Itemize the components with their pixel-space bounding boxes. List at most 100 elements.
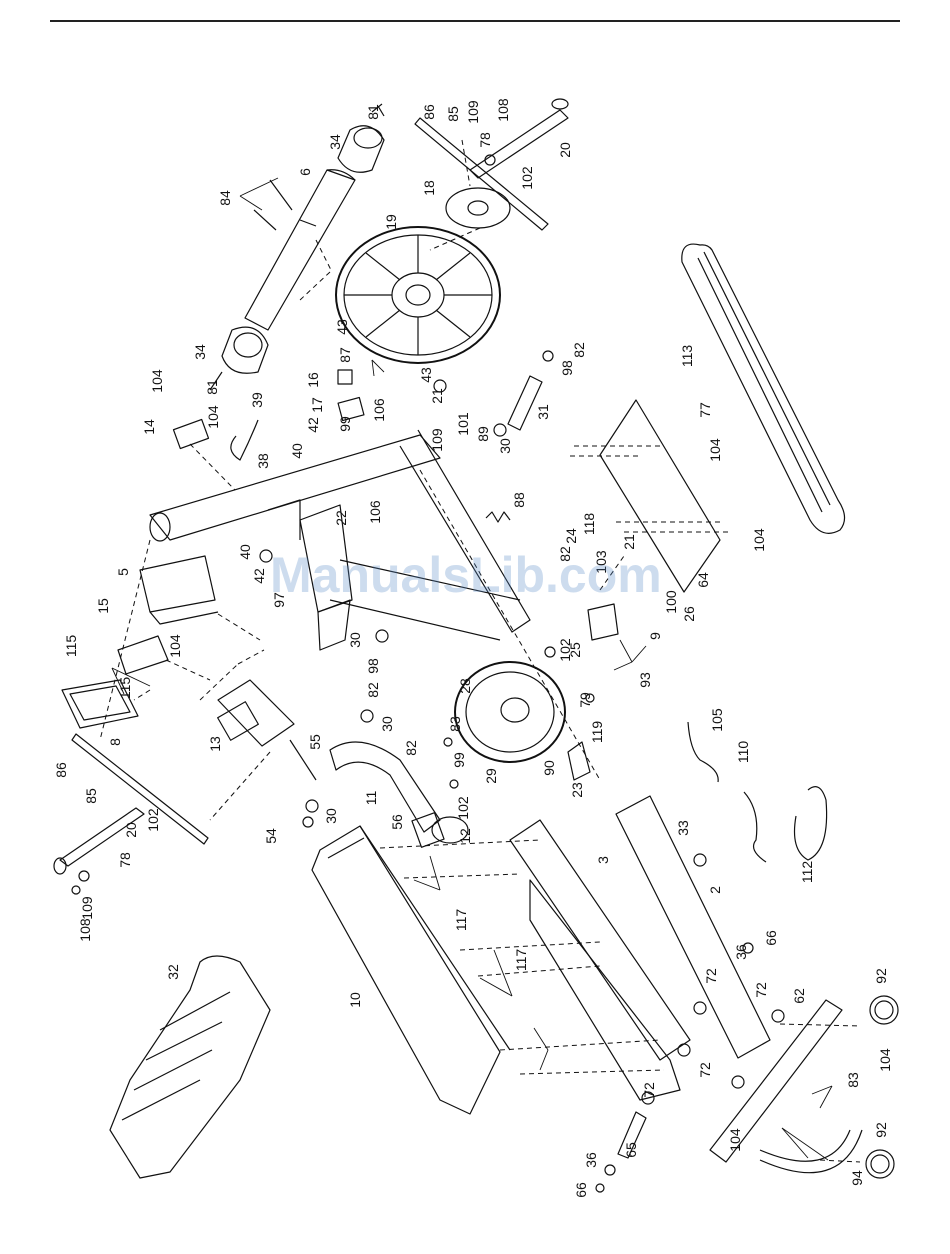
part-number-label: 88 xyxy=(511,492,527,508)
part-number-label: 87 xyxy=(337,347,353,363)
part-number-label: 105 xyxy=(709,708,725,732)
part-number-label: 104 xyxy=(149,369,165,393)
part-number-label: 98 xyxy=(559,360,575,376)
part-number-label: 20 xyxy=(557,142,573,158)
part-number-label: 92 xyxy=(873,1122,889,1138)
platform-cover xyxy=(109,955,271,1179)
brake-assembly xyxy=(567,741,591,781)
side-shroud xyxy=(311,825,511,1115)
part-number-label: 40 xyxy=(237,544,253,560)
part-number-label: 10 xyxy=(347,992,363,1008)
tube xyxy=(617,1111,647,1159)
part-number-label: 117 xyxy=(513,949,529,972)
part-number-label: 66 xyxy=(573,1182,589,1198)
part-number-label: 32 xyxy=(165,964,181,980)
part-number-label: 72 xyxy=(753,982,769,998)
part-number-label: 55 xyxy=(307,734,323,750)
part-number-label: 81 xyxy=(365,104,381,120)
part-number-label: 109 xyxy=(79,896,95,920)
part-number-label: 30 xyxy=(323,808,339,824)
part-number-label: 102 xyxy=(519,166,535,190)
part-number-label: 82 xyxy=(557,546,573,562)
pedal-arm-left xyxy=(53,733,209,875)
part-number-label: 8 xyxy=(107,738,123,746)
part-number-label: 72 xyxy=(703,968,719,984)
part-number-label: 22 xyxy=(333,510,349,526)
part-number-label: 33 xyxy=(675,820,691,836)
drive-belt xyxy=(681,243,846,534)
part-number-label: 110 xyxy=(735,741,751,764)
part-number-label: 86 xyxy=(421,104,437,120)
upright-tube xyxy=(244,169,356,331)
part-number-label: 9 xyxy=(647,632,663,640)
part-number-label: 98 xyxy=(365,658,381,674)
bolt xyxy=(209,371,223,391)
part-number-label: 43 xyxy=(334,319,350,335)
part-number-label: 72 xyxy=(697,1062,713,1078)
plate xyxy=(117,635,169,675)
part-number-label: 11 xyxy=(363,791,379,806)
tube xyxy=(507,375,543,431)
bracket xyxy=(337,369,353,385)
part-number-label: 30 xyxy=(347,632,363,648)
part-number-label: 6 xyxy=(297,168,313,176)
part-number-label: 13 xyxy=(207,736,223,752)
spring xyxy=(485,511,511,523)
roller-lower xyxy=(221,326,269,374)
part-number-label: 102 xyxy=(145,808,161,832)
part-number-label: 42 xyxy=(305,417,321,433)
rear-stabilizer xyxy=(709,999,863,1174)
part-number-label: 85 xyxy=(83,788,99,804)
header-rule xyxy=(50,20,900,22)
part-number-label: 99 xyxy=(451,752,467,768)
part-number-label: 21 xyxy=(621,534,637,550)
main-frame xyxy=(149,429,531,651)
hardware-small xyxy=(71,350,785,1193)
part-number-label: 65 xyxy=(623,1142,639,1158)
bolt xyxy=(371,103,385,117)
part-number-label: 93 xyxy=(637,672,653,688)
part-number-label: 62 xyxy=(791,988,807,1004)
part-number-label: 21 xyxy=(429,388,445,404)
part-number-label: 109 xyxy=(465,100,481,124)
part-number-label: 81 xyxy=(204,379,220,395)
part-number-label: 3 xyxy=(595,856,611,864)
part-number-label: 119 xyxy=(589,721,605,744)
pedal-arm-top xyxy=(414,98,569,231)
part-number-label: 104 xyxy=(167,634,183,658)
part-number-label: 94 xyxy=(849,1170,865,1186)
part-number-label: 109 xyxy=(429,428,445,452)
part-number-label: 89 xyxy=(475,426,491,442)
part-number-label: 100 xyxy=(663,590,679,614)
watermark: ManualsLib.com xyxy=(270,547,662,603)
part-number-label: 104 xyxy=(877,1048,893,1072)
part-number-label: 92 xyxy=(873,968,889,984)
part-number-label: 113 xyxy=(679,345,695,368)
part-number-label: 26 xyxy=(681,606,697,622)
part-number-label: 83 xyxy=(845,1072,861,1088)
part-number-label: 20 xyxy=(123,822,139,838)
part-number-label: 43 xyxy=(418,367,434,383)
part-number-label: 101 xyxy=(455,412,471,436)
belt-cover xyxy=(599,399,721,593)
roller-top xyxy=(337,125,385,173)
part-number-label: 84 xyxy=(217,190,233,206)
part-number-label: 72 xyxy=(641,1082,657,1098)
part-number-label: 78 xyxy=(117,852,133,868)
part-number-label: 14 xyxy=(141,419,157,435)
bracket xyxy=(337,396,365,422)
part-number-label: 102 xyxy=(557,638,573,662)
part-number-label: 90 xyxy=(541,760,557,776)
motor xyxy=(217,679,317,781)
part-number-label: 83 xyxy=(447,716,463,732)
idler-wheel xyxy=(431,816,469,844)
part-number-label: 108 xyxy=(77,918,93,942)
part-number-label: 5 xyxy=(115,568,131,576)
part-number-label: 82 xyxy=(365,682,381,698)
bolt xyxy=(253,179,293,231)
part-number-label: 18 xyxy=(421,180,437,196)
tension-module xyxy=(587,603,619,641)
part-number-label: 108 xyxy=(495,98,511,122)
part-number-label: 77 xyxy=(697,402,713,418)
part-number-label: 64 xyxy=(695,572,711,588)
